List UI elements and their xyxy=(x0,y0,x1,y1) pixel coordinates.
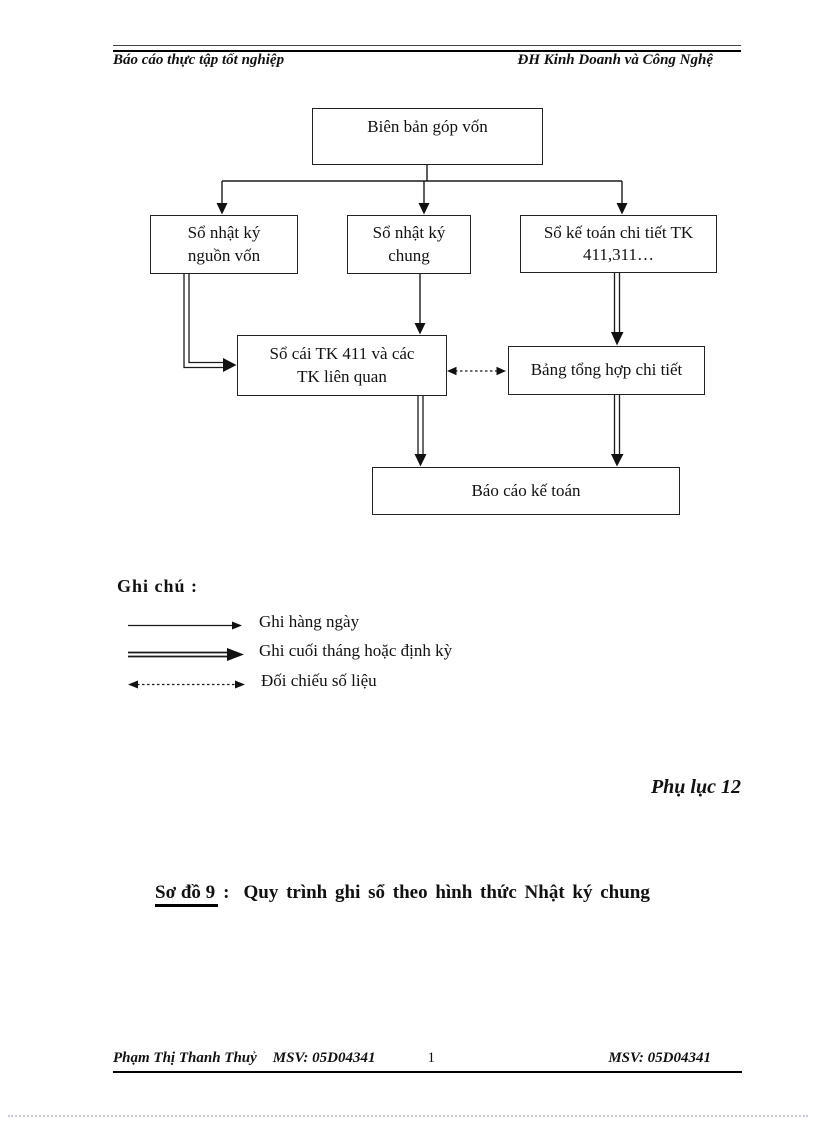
legend-item-daily: Ghi hàng ngày xyxy=(128,610,359,633)
diagram-caption: Sơ đồ 9 : Quy trình ghi sổ theo hình thứ… xyxy=(155,882,650,907)
footer-author: Phạm Thị Thanh Thuỷ xyxy=(113,1050,257,1066)
header-report-title: Báo cáo thực tập tốt nghiệp xyxy=(113,52,285,68)
legend-item-reconcile: Đối chiếu số liệu xyxy=(128,669,377,692)
double-arrow-so-cai-to-bao-cao xyxy=(414,396,427,467)
flowchart-box-so-nhat-ky-nguon-von: Sổ nhật ký nguồn vốn xyxy=(150,215,298,274)
arrow-nhat-ky-chung-to-so-cai xyxy=(414,274,426,335)
caption-number: Sơ đồ 9 xyxy=(155,882,219,907)
flowchart-box-so-nhat-ky-chung: Sổ nhật ký chung xyxy=(347,215,471,274)
flowchart-box-bao-cao-ke-toan: Báo cáo kế toán xyxy=(372,467,680,515)
flowchart-box-bien-ban-gop-von: Biên bản góp vốn xyxy=(312,108,543,165)
dotted-arrow-so-cai-bang xyxy=(447,366,506,376)
legend-item-label: Ghi cuối tháng hoặc định kỳ xyxy=(259,640,453,660)
appendix-label: Phụ lục 12 xyxy=(650,776,741,798)
flowchart-box-so-cai: Sổ cái TK 411 và các TK liên quan xyxy=(237,335,447,396)
connector-trunk-and-branch xyxy=(222,165,622,182)
caption-text: Quy trình ghi sổ theo hình thức Nhật ký … xyxy=(243,882,650,903)
footer-divider xyxy=(113,1071,742,1073)
arrow-branch-to-nguon-von xyxy=(216,181,228,215)
footer-msv-right: MSV: 05D04341 xyxy=(608,1050,711,1066)
double-arrow-nguon-von-to-so-cai xyxy=(183,274,237,372)
flowchart-box-so-ke-toan-chi-tiet: Sổ kế toán chi tiết TK 411,311… xyxy=(520,215,717,273)
arrow-branch-to-chi-tiet xyxy=(616,181,628,215)
header-university: ĐH Kinh Doanh và Công Nghệ xyxy=(517,52,713,68)
caption-separator: : xyxy=(223,882,230,903)
single-arrow-icon xyxy=(128,621,242,630)
page-number: 1 xyxy=(427,1050,435,1066)
page-footer: Phạm Thị Thanh Thuỷ MSV: 05D04341 1 MSV:… xyxy=(113,1050,741,1067)
footer-msv: MSV: 05D04341 xyxy=(272,1050,376,1066)
double-arrow-bang-to-bao-cao xyxy=(611,395,624,467)
double-arrow-icon xyxy=(128,648,244,661)
arrow-branch-to-nhat-ky-chung xyxy=(418,181,430,215)
dotted-double-arrow-icon xyxy=(128,680,245,689)
double-arrow-chi-tiet-to-bang xyxy=(611,273,624,346)
page-bottom-dotted-border xyxy=(8,1115,808,1117)
legend-item-label: Ghi hàng ngày xyxy=(259,611,360,631)
page-header: Báo cáo thực tập tốt nghiệp ĐH Kinh Doan… xyxy=(113,52,741,69)
header-divider xyxy=(113,45,741,52)
legend-title: Ghi chú : xyxy=(117,576,199,596)
legend-item-periodic: Ghi cuối tháng hoặc định kỳ xyxy=(128,639,452,662)
legend-item-label: Đối chiếu số liệu xyxy=(261,670,377,690)
flowchart-box-bang-tong-hop: Bảng tổng hợp chi tiết xyxy=(508,346,705,395)
